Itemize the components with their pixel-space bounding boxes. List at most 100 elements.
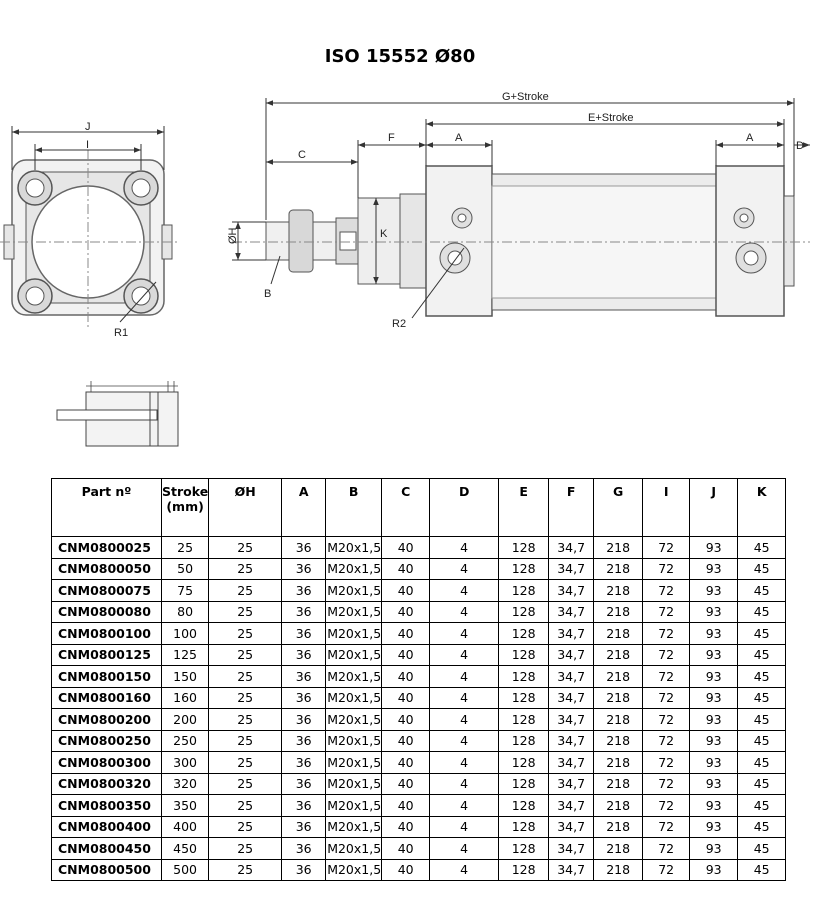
table-header-row: Part nº Stroke (mm) ØH A B C D E F G I J… (51, 478, 787, 537)
table-cell: M20x1,5 (325, 622, 383, 645)
table-cell: 72 (642, 665, 691, 688)
table-cell: 45 (737, 772, 787, 795)
table-cell: 128 (498, 622, 550, 645)
label-r1: R1 (114, 327, 128, 339)
table-cell: 125 (160, 643, 210, 666)
table-cell: 36 (281, 729, 327, 752)
table-cell: 93 (689, 622, 739, 645)
column-header: C (381, 478, 431, 537)
table-cell: 40 (381, 858, 431, 881)
table-cell: 45 (737, 536, 787, 559)
label-h: ØH (227, 227, 239, 244)
table-cell: 25 (208, 686, 283, 709)
table-cell: 72 (642, 858, 691, 881)
table-cell: 50 (160, 557, 210, 580)
table-cell: 72 (642, 686, 691, 709)
label-a-front: A (455, 132, 463, 144)
table-cell: 93 (689, 600, 739, 623)
table-cell: 34,7 (548, 858, 595, 881)
table-cell: 45 (737, 665, 787, 688)
table-cell: 36 (281, 708, 327, 731)
table-cell: 128 (498, 729, 550, 752)
table-cell: M20x1,5 (325, 837, 383, 860)
table-cell: 93 (689, 729, 739, 752)
part-number-cell: CNM0800050 (51, 557, 162, 580)
table-cell: 218 (593, 772, 644, 795)
table-cell: 218 (593, 751, 644, 774)
table-cell: 4 (429, 794, 500, 817)
table-cell: 45 (737, 643, 787, 666)
table-cell: 25 (208, 557, 283, 580)
table-cell: 40 (381, 729, 431, 752)
table-cell: 34,7 (548, 536, 595, 559)
table-cell: 34,7 (548, 729, 595, 752)
table-cell: 218 (593, 729, 644, 752)
part-number-cell: CNM0800100 (51, 622, 162, 645)
table-cell: M20x1,5 (325, 858, 383, 881)
table-cell: 25 (208, 600, 283, 623)
table-cell: 4 (429, 708, 500, 731)
table-cell: 36 (281, 622, 327, 645)
table-cell: 36 (281, 643, 327, 666)
table-cell: 72 (642, 772, 691, 795)
table-cell: 40 (381, 579, 431, 602)
table-cell: 218 (593, 600, 644, 623)
table-cell: 218 (593, 858, 644, 881)
table-cell: 128 (498, 536, 550, 559)
part-number-cell: CNM0800350 (51, 794, 162, 817)
table-cell: 34,7 (548, 815, 595, 838)
table-cell: 128 (498, 772, 550, 795)
part-number-cell: CNM0800400 (51, 815, 162, 838)
table-cell: 25 (208, 622, 283, 645)
table-cell: 218 (593, 622, 644, 645)
table-cell: 4 (429, 643, 500, 666)
table-cell: 128 (498, 665, 550, 688)
table-cell: 40 (381, 557, 431, 580)
table-cell: 34,7 (548, 708, 595, 731)
table-cell: 45 (737, 751, 787, 774)
table-cell: 93 (689, 579, 739, 602)
table-cell: M20x1,5 (325, 665, 383, 688)
table-cell: 72 (642, 643, 691, 666)
table-cell: 36 (281, 686, 327, 709)
table-cell: 25 (208, 794, 283, 817)
part-number-cell: CNM0800500 (51, 858, 162, 881)
table-cell: 72 (642, 622, 691, 645)
table-cell: 218 (593, 708, 644, 731)
table-cell: 128 (498, 686, 550, 709)
table-cell: 34,7 (548, 837, 595, 860)
table-cell: 4 (429, 579, 500, 602)
table-cell: 40 (381, 536, 431, 559)
table-cell: 218 (593, 665, 644, 688)
column-header: I (642, 478, 691, 537)
table-cell: 128 (498, 643, 550, 666)
table-cell: 25 (208, 643, 283, 666)
table-cell: 150 (160, 665, 210, 688)
table-cell: 93 (689, 557, 739, 580)
table-cell: 34,7 (548, 643, 595, 666)
table-cell: 128 (498, 858, 550, 881)
table-cell: 128 (498, 600, 550, 623)
table-cell: 34,7 (548, 794, 595, 817)
table-cell: 218 (593, 815, 644, 838)
table-cell: 500 (160, 858, 210, 881)
table-cell: 25 (208, 772, 283, 795)
side-view (232, 98, 810, 319)
table-cell: 128 (498, 815, 550, 838)
table-cell: 4 (429, 600, 500, 623)
column-header: K (737, 478, 787, 537)
table-cell: 4 (429, 622, 500, 645)
table-cell: 450 (160, 837, 210, 860)
table-cell: M20x1,5 (325, 557, 383, 580)
column-header: Stroke (mm) (160, 478, 210, 537)
table-cell: 93 (689, 815, 739, 838)
table-cell: 4 (429, 557, 500, 580)
table-cell: 40 (381, 643, 431, 666)
